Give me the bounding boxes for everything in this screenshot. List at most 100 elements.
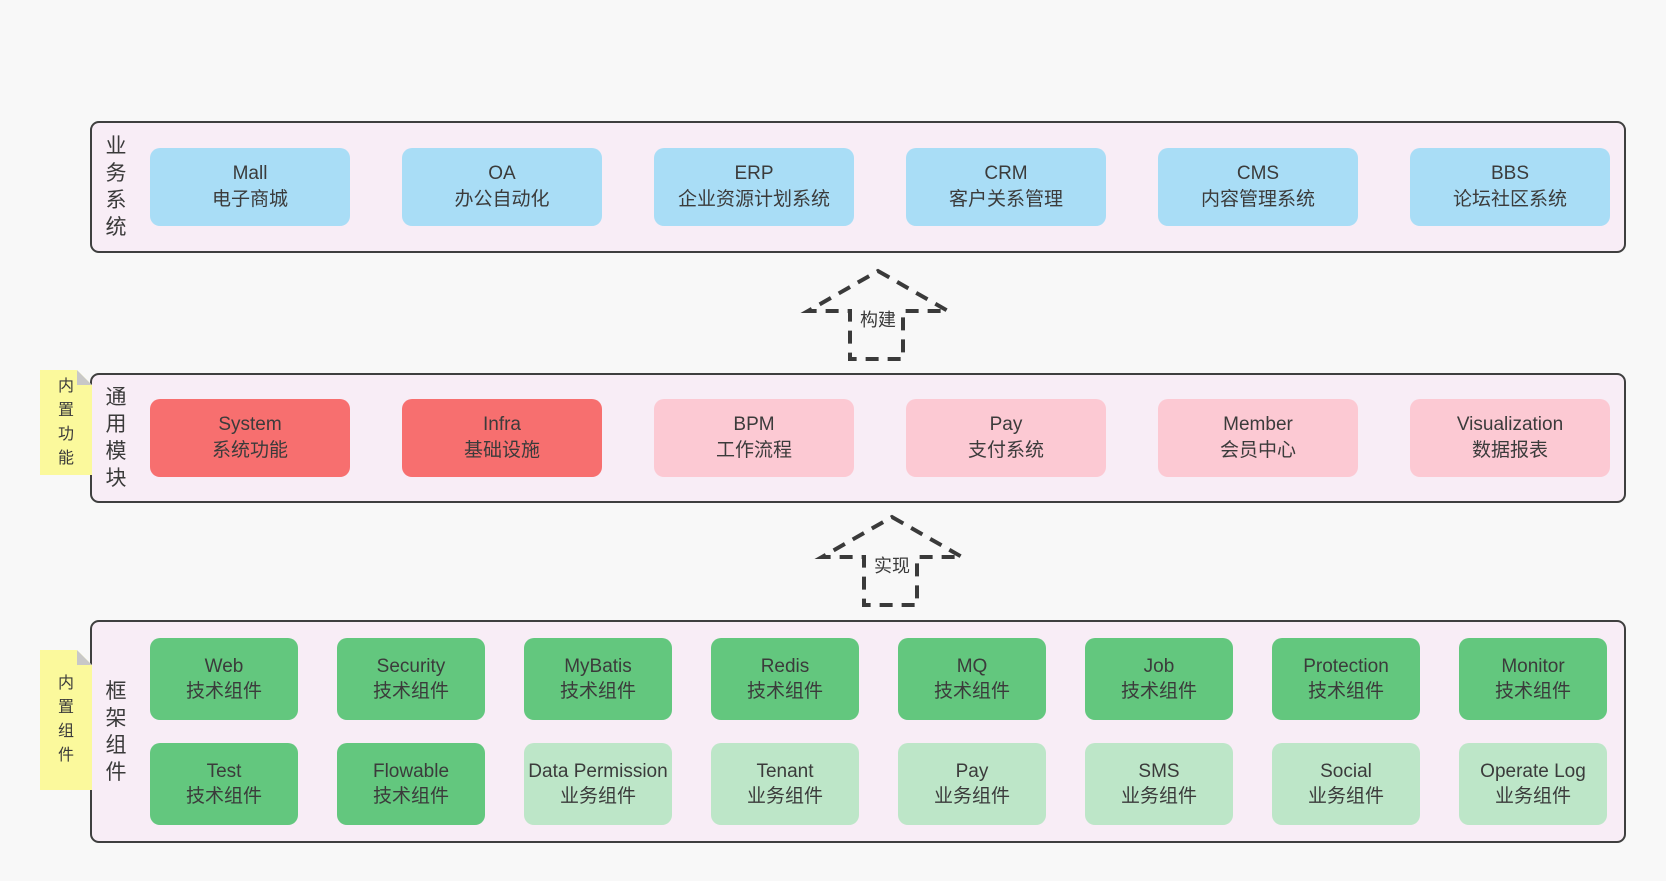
box-title-en: Web [204,656,244,677]
box-title-zh: 技术组件 [559,681,636,702]
box-title-en: Operate Log [1480,761,1586,782]
box-operate-log: Operate Log 业务组件 [1459,743,1607,825]
box-bpm: BPM 工作流程 [654,399,854,477]
box-sms: SMS 业务组件 [1085,743,1233,825]
box-job: Job 技术组件 [1085,638,1233,720]
panel-label-common-modules: 通用模块 [105,386,127,490]
dashed-up-arrow-icon [800,268,956,361]
box-title-en: Mall [232,163,268,184]
build-arrow-label: 构建 [856,305,900,333]
box-title-en: Member [1223,414,1293,435]
panel-label-framework-components: 框架组件 [105,679,127,784]
box-cms: CMS 内容管理系统 [1158,148,1358,226]
sticky-note-label: 内置组件 [57,675,74,764]
box-redis: Redis 技术组件 [711,638,859,720]
box-title-zh: 技术组件 [372,681,449,702]
box-web: Web 技术组件 [150,638,298,720]
box-flowable: Flowable 技术组件 [337,743,485,825]
box-pay: Pay 支付系统 [906,399,1106,477]
box-title-en: MyBatis [564,656,632,677]
box-system: System 系统功能 [150,399,350,477]
box-title-en: Social [1320,761,1372,782]
box-title-zh: 技术组件 [372,786,449,807]
box-title-zh: 业务组件 [746,786,823,807]
box-title-en: ERP [734,163,774,184]
box-title-en: Pay [989,414,1023,435]
sticky-note-built-in-components: 内置组件 [40,650,92,790]
box-title-zh: 技术组件 [1120,681,1197,702]
box-title-en: CMS [1236,163,1280,184]
box-title-en: Tenant [756,761,814,782]
box-title-zh: 会员中心 [1219,440,1296,461]
sticky-note-built-in-features: 内置功能 [40,370,92,475]
box-title-zh: 数据报表 [1471,440,1548,461]
box-title-zh: 技术组件 [185,786,262,807]
box-title-zh: 技术组件 [933,681,1010,702]
box-title-zh: 系统功能 [211,440,288,461]
box-erp: ERP 企业资源计划系统 [654,148,854,226]
box-title-zh: 企业资源计划系统 [677,189,830,210]
box-title-en: CRM [984,163,1028,184]
sticky-note-label: 内置功能 [57,377,74,467]
box-bbs: BBS 论坛社区系统 [1410,148,1610,226]
box-title-en: BBS [1490,163,1530,184]
box-title-zh: 论坛社区系统 [1452,189,1567,210]
box-title-zh: 技术组件 [1494,681,1571,702]
box-title-en: Security [376,656,446,677]
box-mq: MQ 技术组件 [898,638,1046,720]
box-member: Member 会员中心 [1158,399,1358,477]
box-mall: Mall 电子商城 [150,148,350,226]
box-title-zh: 业务组件 [933,786,1010,807]
box-visualization: Visualization 数据报表 [1410,399,1610,477]
box-mybatis: MyBatis 技术组件 [524,638,672,720]
box-security: Security 技术组件 [337,638,485,720]
box-title-en: Data Permission [528,761,668,782]
implement-arrow-label: 实现 [870,551,914,579]
box-title-zh: 工作流程 [715,440,792,461]
box-title-en: MQ [956,656,988,677]
box-title-zh: 内容管理系统 [1200,189,1315,210]
implement-arrow: 实现 [811,509,973,613]
box-title-en: Flowable [372,761,450,782]
box-title-zh: 支付系统 [967,440,1044,461]
box-title-zh: 电子商城 [211,189,288,210]
box-title-en: BPM [733,414,775,435]
box-data-permission: Data Permission 业务组件 [524,743,672,825]
box-title-en: Infra [482,414,522,435]
box-title-en: Job [1143,656,1175,677]
box-title-en: SMS [1138,761,1180,782]
box-title-zh: 技术组件 [746,681,823,702]
panel-label-business-systems: 业务系统 [105,135,127,239]
box-title-zh: 业务组件 [1494,786,1571,807]
box-title-zh: 技术组件 [1307,681,1384,702]
box-crm: CRM 客户关系管理 [906,148,1106,226]
box-title-en: Test [206,761,242,782]
box-title-en: System [218,414,282,435]
box-test: Test 技术组件 [150,743,298,825]
box-title-zh: 业务组件 [1120,786,1197,807]
box-title-zh: 技术组件 [185,681,262,702]
dashed-up-arrow-icon [814,514,970,607]
box-title-zh: 业务组件 [559,786,636,807]
box-title-zh: 客户关系管理 [948,189,1063,210]
box-title-en: Redis [760,656,810,677]
box-tenant: Tenant 业务组件 [711,743,859,825]
box-title-en: OA [488,163,516,184]
box-title-en: Visualization [1456,414,1564,435]
